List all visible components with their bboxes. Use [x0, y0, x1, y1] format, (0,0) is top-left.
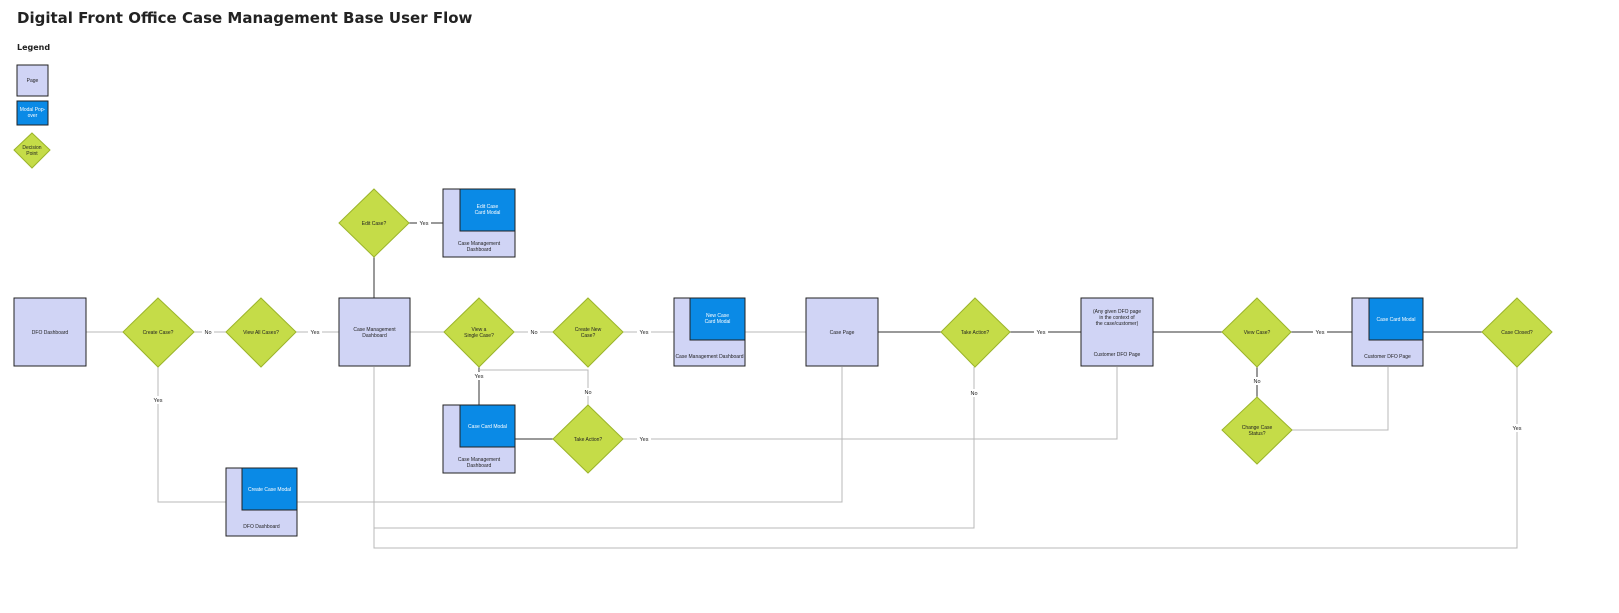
decision-take-action-1[interactable]: Take Action? — [552, 404, 624, 474]
node-label: (Any given DFO page — [1093, 309, 1141, 315]
edge-label-yes: Yes — [154, 398, 163, 404]
edge-label-yes: Yes — [1037, 330, 1046, 336]
legend-decision-label: Decision — [22, 145, 41, 151]
decision-view-all-cases[interactable]: View All Cases? — [225, 297, 297, 368]
decision-label: Status? — [1249, 431, 1266, 437]
node-case-page[interactable]: Case Page — [805, 297, 879, 367]
node-label: in the context of — [1099, 315, 1135, 321]
legend-page-swatch — [16, 64, 49, 97]
node-label: Dashboard — [467, 247, 492, 253]
node-label: Case Page — [830, 330, 855, 336]
node-customer-dfo-page[interactable]: (Any given DFO page in the context of th… — [1080, 297, 1154, 367]
node-label: Customer DFO Page — [1094, 352, 1141, 358]
decision-label: Take Action? — [961, 330, 990, 336]
decision-label: Change Case — [1242, 425, 1273, 431]
decision-view-single-case[interactable]: View a Single Case? — [443, 297, 515, 368]
node-label: DFO Dashboard — [243, 524, 280, 530]
decision-label: View a — [472, 327, 487, 333]
edge-label-no: No — [584, 390, 591, 396]
legend-modal-label: Modal Pop- — [20, 107, 46, 113]
node-label: Customer DFO Page — [1364, 354, 1411, 360]
node-case-card-modal-1[interactable]: Case Card Modal Case Management Dashboar… — [442, 404, 516, 474]
decision-label: Take Action? — [574, 437, 603, 443]
legend-modal-label: over — [28, 113, 38, 119]
decision-label: View All Cases? — [243, 330, 279, 336]
node-edit-case-modal[interactable]: Edit Case Card Modal Case Management Das… — [442, 188, 516, 258]
edge-closed-yes — [373, 367, 1518, 549]
decision-view-case[interactable]: View Case? — [1221, 297, 1292, 368]
node-label: Case Management — [458, 457, 501, 463]
edge-takeaction1-yes — [623, 367, 1118, 440]
node-case-management-dashboard[interactable]: Case Management Dashboard — [338, 297, 411, 367]
decision-label: Edit Case? — [362, 221, 387, 227]
decision-edit-case[interactable]: Edit Case? — [338, 188, 410, 258]
node-label: the case/customer) — [1096, 321, 1139, 327]
node-label: Dashboard — [362, 333, 387, 339]
modal-label: Card Modal — [705, 319, 731, 325]
edge-createmodal-to-casepage — [297, 367, 843, 503]
modal-label: Create Case Modal — [248, 487, 291, 493]
node-label: Dashboard — [467, 463, 492, 469]
decision-case-closed[interactable]: Case Closed? — [1481, 297, 1553, 368]
edge-label-no: No — [970, 391, 977, 397]
edge-label-yes: Yes — [311, 330, 320, 336]
connectors — [86, 222, 1518, 549]
edge-label-yes: Yes — [640, 330, 649, 336]
edge-labels: No Yes Yes No Yes Yes No Yes Yes Yes No … — [151, 219, 1524, 443]
decision-label: Case? — [581, 333, 596, 339]
edge-label-no: No — [530, 330, 537, 336]
legend: Page Modal Pop- over Decision Point — [13, 64, 51, 169]
edge-label-no: No — [1253, 379, 1260, 385]
node-label: Case Management Dashboard — [675, 354, 743, 360]
modal-label: Case Card Modal — [468, 424, 507, 430]
edge-label-yes: Yes — [475, 374, 484, 380]
edge-label-no: No — [204, 330, 211, 336]
modal-label: Case Card Modal — [1377, 317, 1416, 323]
decision-change-case-status[interactable]: Change Case Status? — [1221, 396, 1293, 465]
decision-label: Create Case? — [143, 330, 174, 336]
legend-title: Legend — [17, 43, 51, 52]
node-case-card-modal-2[interactable]: Case Card Modal Customer DFO Page — [1351, 297, 1424, 367]
edge-create-yes — [157, 367, 226, 503]
edge-label-yes: Yes — [420, 221, 429, 227]
legend-modal-swatch — [16, 100, 49, 126]
decision-take-action-2[interactable]: Take Action? — [940, 297, 1011, 368]
modal-label: New Case — [706, 313, 729, 319]
edge-label-yes: Yes — [1513, 426, 1522, 432]
edge-createnew-no — [479, 369, 589, 405]
diagram-title: Digital Front Office Case Management Bas… — [17, 9, 473, 27]
decision-create-case[interactable]: Create Case? — [122, 297, 195, 368]
node-label: DFO Dashboard — [32, 330, 69, 336]
decision-label: Single Case? — [464, 333, 494, 339]
legend-decision-label: Point — [26, 151, 38, 157]
node-new-case-modal[interactable]: New Case Card Modal Case Management Dash… — [673, 297, 746, 367]
edge-changestatus-to-modal — [1292, 367, 1389, 431]
node-label: Case Management — [353, 327, 396, 333]
edge-takeaction2-no — [373, 367, 975, 529]
legend-page-label: Page — [27, 78, 39, 84]
node-dfo-dashboard[interactable]: DFO Dashboard — [13, 297, 87, 367]
node-create-case-modal[interactable]: Create Case Modal DFO Dashboard — [225, 467, 298, 537]
decision-label: Case Closed? — [1501, 330, 1533, 336]
legend-decision-swatch — [13, 132, 51, 169]
edge-label-yes: Yes — [1316, 330, 1325, 336]
decision-label: View Case? — [1244, 330, 1271, 336]
decision-label: Create New — [575, 327, 602, 333]
decision-create-new-case[interactable]: Create New Case? — [552, 297, 624, 368]
modal-label: Card Modal — [475, 210, 501, 216]
modal-label: Edit Case — [477, 204, 499, 210]
node-label: Case Management — [458, 241, 501, 247]
edge-label-yes: Yes — [640, 437, 649, 443]
